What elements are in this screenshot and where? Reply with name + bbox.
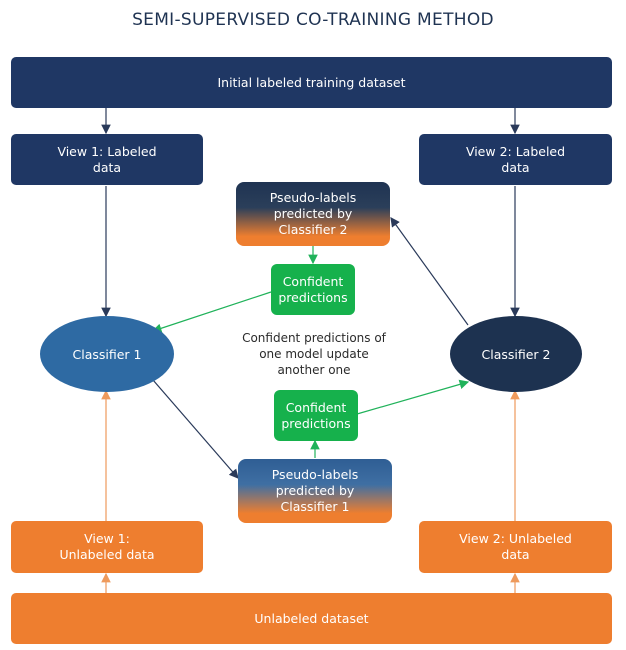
classifier2-node: Classifier 2 xyxy=(450,316,582,392)
arrow-confident-to-classifier1 xyxy=(151,291,272,333)
classifier2-label: Classifier 2 xyxy=(481,346,551,362)
pseudo-labels-classifier2-box: Pseudo-labels predicted by Classifier 2 xyxy=(236,182,390,246)
arrow-classifier2-to-pseudo2 xyxy=(390,217,469,326)
view1-labeled-box: View 1: Labeled data xyxy=(11,134,203,185)
center-note: Confident predictions of one model updat… xyxy=(242,331,386,377)
confident-predictions-top-box: Confident predictions xyxy=(271,264,355,315)
classifier1-label: Classifier 1 xyxy=(72,346,142,362)
arrow-classifier1-to-pseudo1 xyxy=(152,379,239,479)
diagram-title: SEMI-SUPERVISED CO-TRAINING METHOD xyxy=(132,10,494,30)
view1-unlabeled-box: View 1: Unlabeled data xyxy=(11,521,203,573)
confident-predictions-bottom-box: Confident predictions xyxy=(274,390,358,441)
view2-unlabeled-box: View 2: Unlabeled data xyxy=(419,521,612,573)
view2-labeled-box: View 2: Labeled data xyxy=(419,134,612,185)
initial-labeled-dataset-box: Initial labeled training dataset xyxy=(11,57,612,108)
classifier1-node: Classifier 1 xyxy=(40,316,174,392)
arrow-confident-to-classifier2 xyxy=(356,379,470,415)
pseudo-labels-classifier1-box: Pseudo-labels predicted by Classifier 1 xyxy=(238,459,392,523)
unlabeled-dataset-box: Unlabeled dataset xyxy=(11,593,612,644)
